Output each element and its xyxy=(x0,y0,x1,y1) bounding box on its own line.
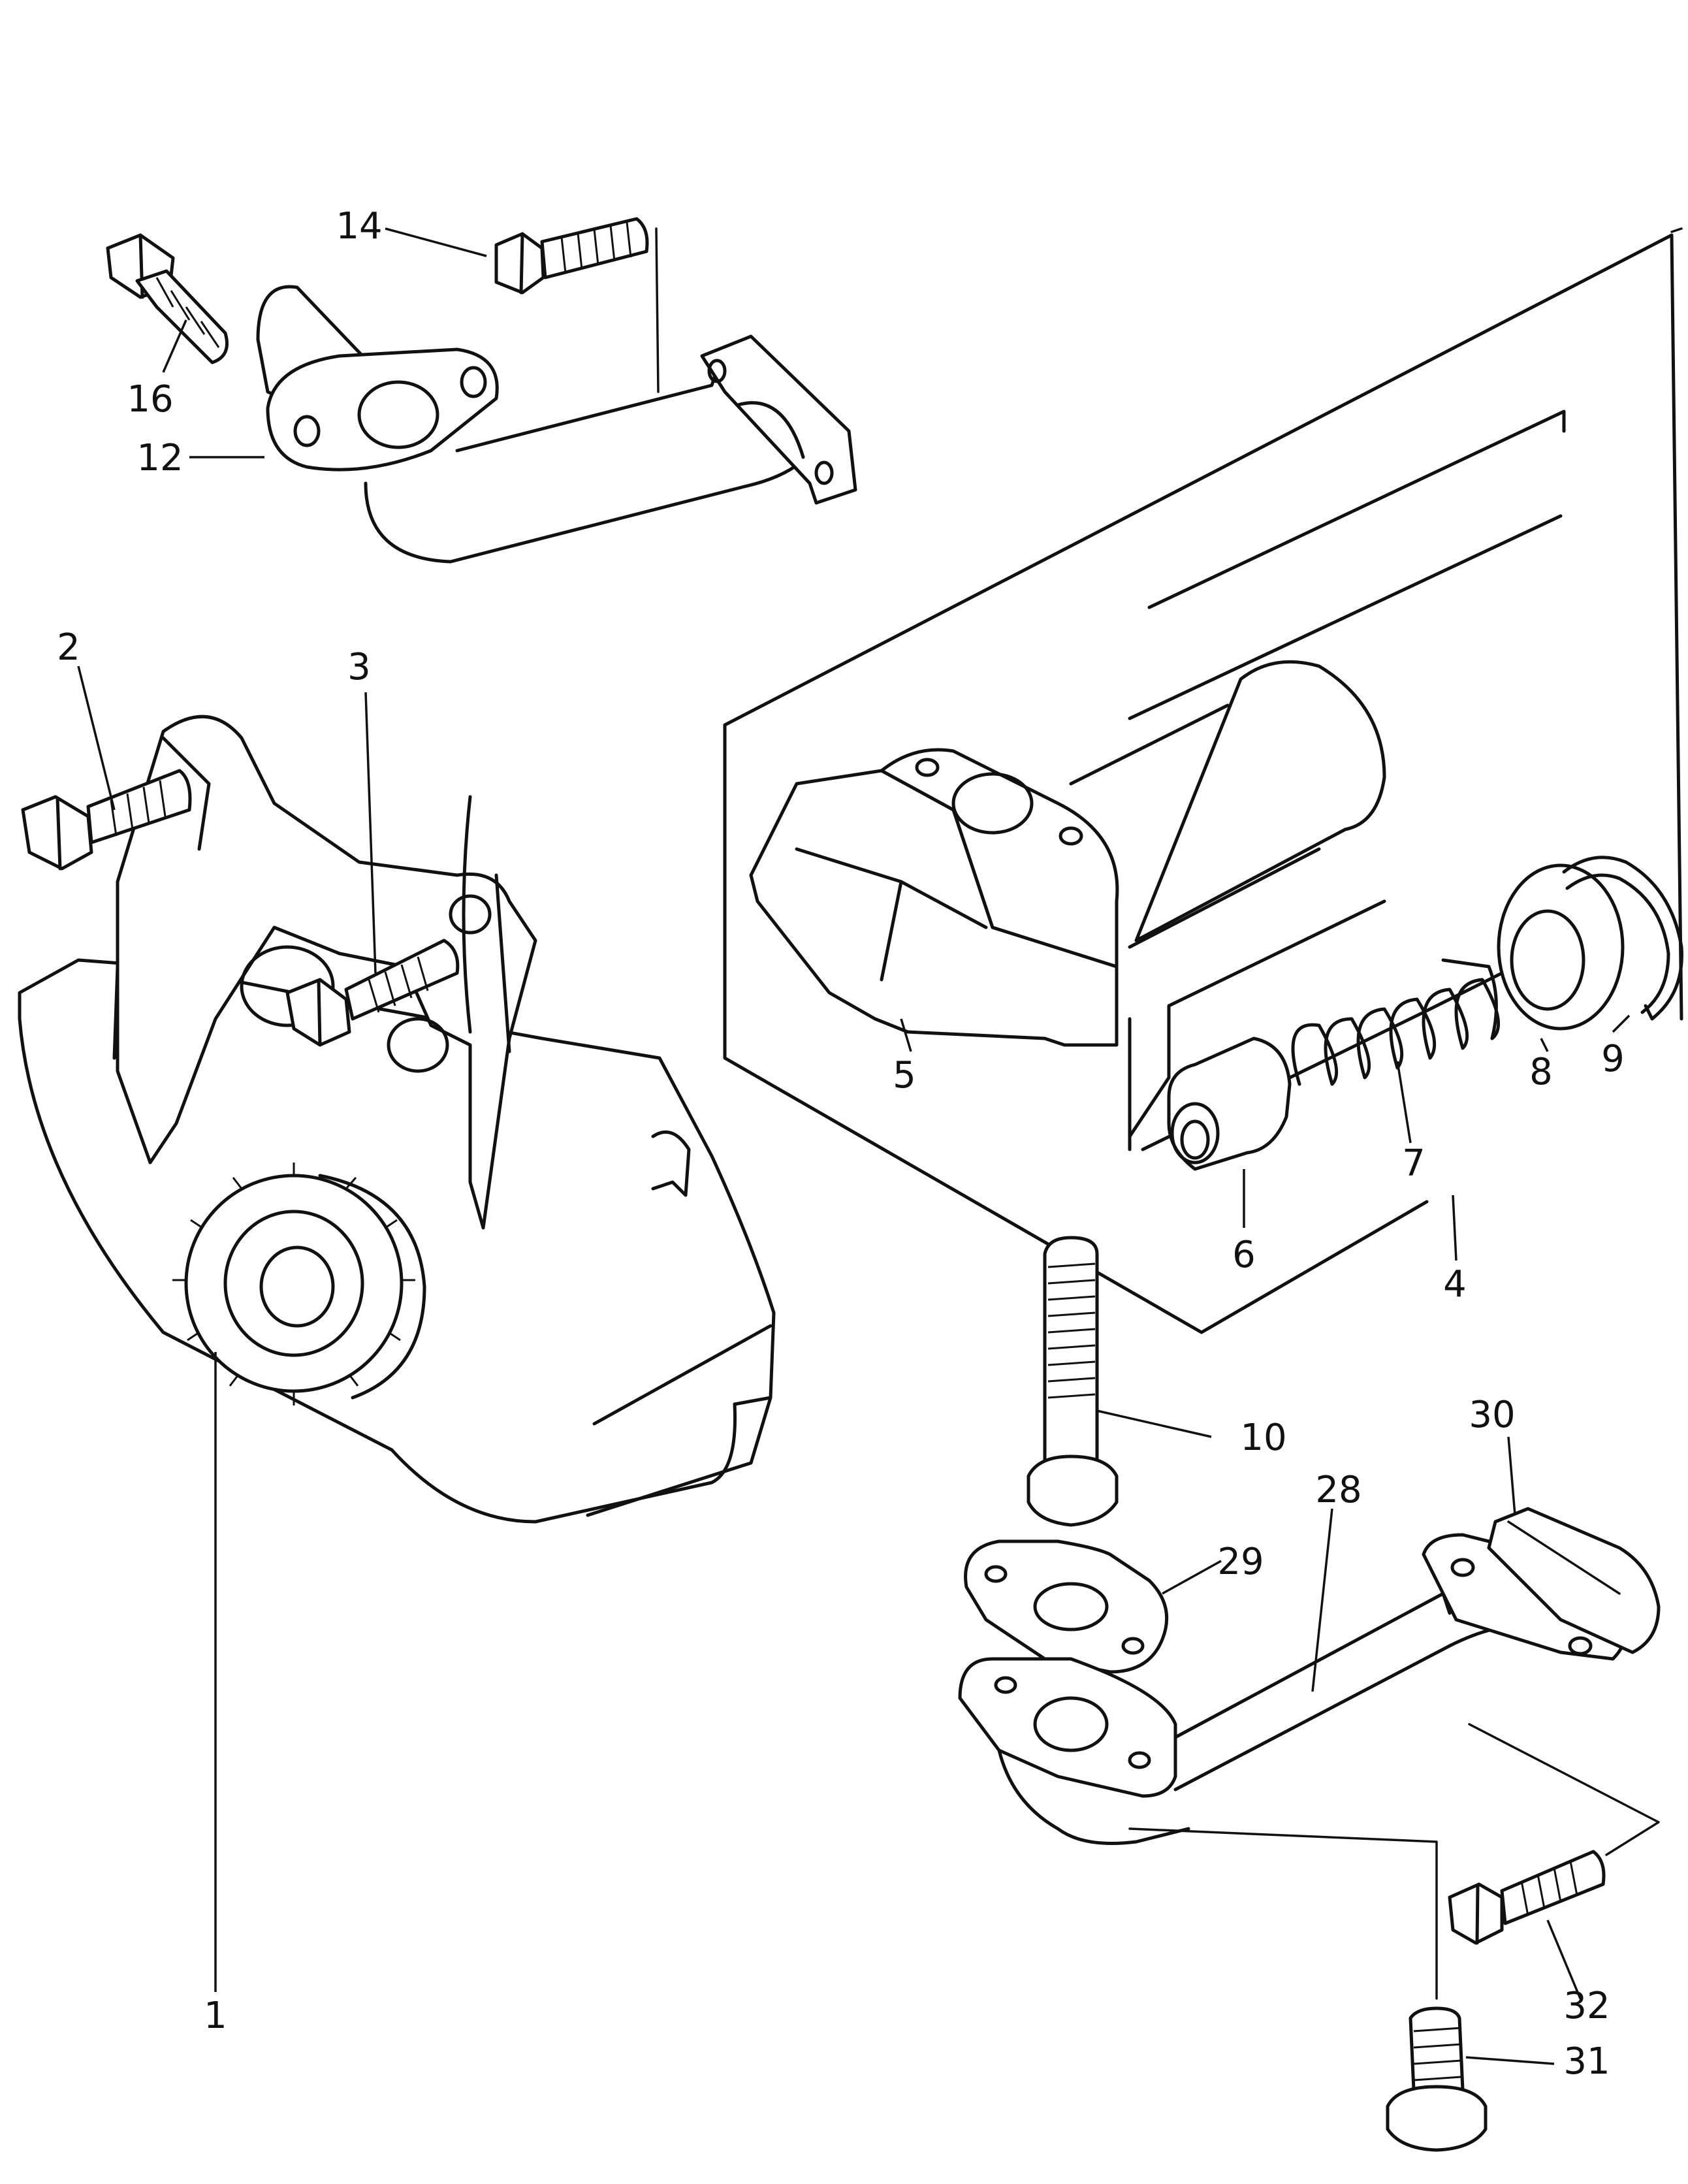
callout-32: 32 xyxy=(1563,1985,1610,2027)
callout-12: 12 xyxy=(136,437,183,479)
part-8-spring-seat xyxy=(1497,863,1625,1031)
callout-30: 30 xyxy=(1469,1394,1515,1436)
callout-8: 8 xyxy=(1529,1051,1553,1093)
part-32-bolt xyxy=(1448,1850,1606,1945)
callout-7: 7 xyxy=(1402,1142,1425,1185)
callout-4: 4 xyxy=(1443,1263,1467,1306)
part-30-gasket xyxy=(1487,1507,1661,1654)
callout-14: 14 xyxy=(336,205,382,248)
part-16-bolt xyxy=(106,233,229,364)
callout-2: 2 xyxy=(57,626,80,669)
callout-29: 29 xyxy=(1217,1541,1264,1583)
part-29-gasket xyxy=(964,1539,1169,1674)
leader-lines xyxy=(77,227,1631,2065)
part-2-bolt xyxy=(21,769,192,871)
callout-3: 3 xyxy=(347,646,371,688)
callout-5: 5 xyxy=(893,1054,916,1097)
part-3-bolt xyxy=(285,939,460,1047)
part-31-bolt xyxy=(1386,2006,1488,2152)
part-9-snap-ring xyxy=(1562,856,1683,1021)
callout-6: 6 xyxy=(1232,1234,1256,1276)
callout-numbers: 1 2 3 4 5 6 7 8 9 10 12 14 16 28 29 30 3… xyxy=(57,205,1625,2083)
callout-31: 31 xyxy=(1563,2040,1610,2083)
callout-28: 28 xyxy=(1315,1469,1362,1511)
part-12-suction-pipe xyxy=(256,285,857,564)
part-4-relief-valve-frame xyxy=(723,227,1683,1334)
part-10-bolt xyxy=(1027,1236,1119,1527)
assembly-lines xyxy=(1128,1723,1660,2000)
part-7-spring xyxy=(1291,958,1501,1086)
callout-16: 16 xyxy=(127,378,173,421)
callout-1: 1 xyxy=(204,1995,227,2037)
part-5-valve-housing xyxy=(749,660,1386,1047)
part-14-bolt xyxy=(494,217,660,393)
part-1-oil-pump xyxy=(18,715,776,1524)
part-6-valve xyxy=(1167,1036,1292,1171)
callout-10: 10 xyxy=(1240,1417,1286,1459)
callout-9: 9 xyxy=(1601,1038,1625,1080)
